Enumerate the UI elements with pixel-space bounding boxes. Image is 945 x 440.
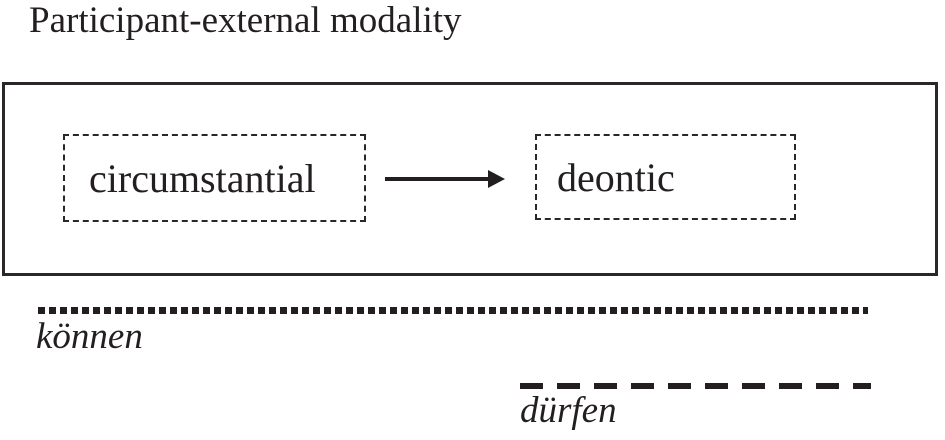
node-deontic: deontic <box>535 134 796 220</box>
duerfen-extent-dashed-line <box>520 383 871 389</box>
node-deontic-label: deontic <box>557 154 675 200</box>
node-circumstantial: circumstantial <box>63 134 366 222</box>
koennen-extent-dotted-line <box>38 307 868 314</box>
page-title: Participant-external modality <box>29 0 462 41</box>
arrow-shaft <box>385 177 491 181</box>
arrow-right-icon <box>488 170 505 188</box>
koennen-label: können <box>36 316 143 357</box>
duerfen-label: dürfen <box>520 390 617 431</box>
node-circumstantial-label: circumstantial <box>89 155 316 201</box>
